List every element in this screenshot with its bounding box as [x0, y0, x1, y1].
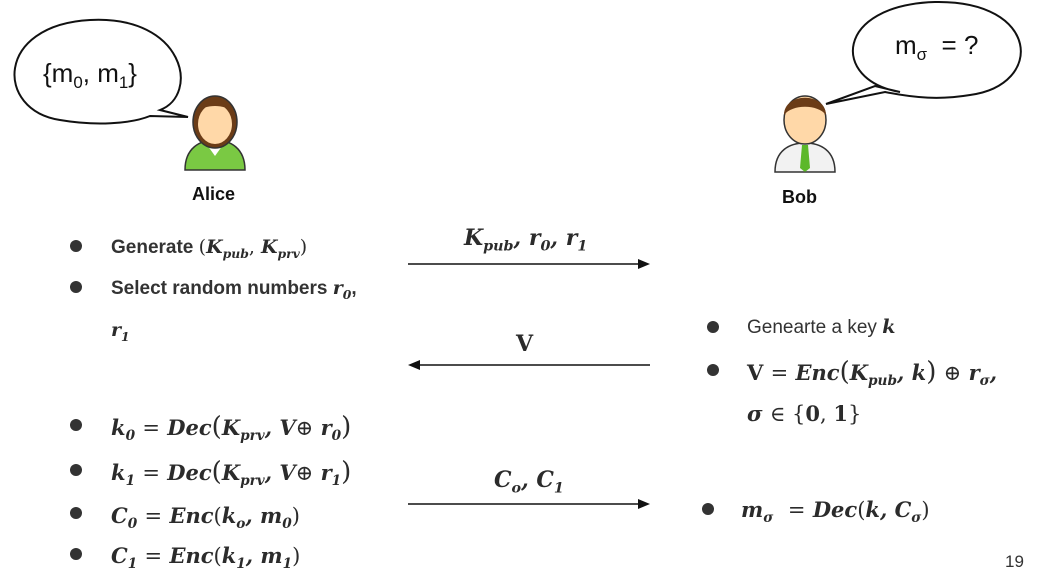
bob-speech-bubble — [825, 0, 1022, 105]
message-kpub-label: Kpub, r0, r1 — [464, 225, 588, 255]
bob-step-key: Genearte a key k — [747, 316, 896, 338]
alice-step-c1: C1 = Enc(k1, m1) — [111, 543, 301, 573]
bullet — [70, 507, 82, 519]
alice-step-c0: C0 = Enc(ko, m0) — [111, 503, 300, 533]
arrow-v — [408, 360, 650, 370]
alice-step-k0: k0 = Dec(Kprv, V⊕ r0) — [111, 412, 352, 445]
message-v-label: V — [516, 331, 534, 357]
alice-step-select-cont: r1 — [111, 319, 130, 344]
alice-step-k1: k1 = Dec(Kprv, V⊕ r1) — [111, 457, 352, 490]
arrow-kpub — [408, 259, 650, 269]
bullet — [70, 419, 82, 431]
bullet — [70, 281, 82, 293]
bob-step-m: mσ = Dec(k, Cσ) — [741, 497, 930, 527]
bob-step-v: V = Enc(Kpub, k) ⊕ rσ, — [747, 357, 998, 390]
bullet — [702, 503, 714, 515]
slide-number: 19 — [1005, 552, 1024, 571]
alice-avatar-icon — [184, 95, 246, 171]
bob-name: Bob — [782, 187, 817, 207]
bullet — [707, 364, 719, 376]
alice-name: Alice — [192, 184, 236, 204]
message-c-label: Co, C1 — [494, 467, 564, 497]
alice-step-generate: Generate (Kpub, Kprv) — [111, 236, 308, 261]
bob-avatar-icon — [774, 95, 836, 173]
alice-speech-bubble — [13, 18, 189, 125]
arrow-c — [408, 499, 650, 509]
alice-step-select: Select random numbers r0, — [111, 277, 357, 302]
alice-bubble-text: {m0, m1} — [43, 58, 137, 93]
bullet — [70, 548, 82, 560]
bob-step-sigma: σ ∈ {0, 1} — [747, 401, 862, 426]
bullet — [707, 321, 719, 333]
bob-bubble-text: mσ = ? — [895, 30, 979, 65]
bullet — [70, 464, 82, 476]
bullet — [70, 240, 82, 252]
